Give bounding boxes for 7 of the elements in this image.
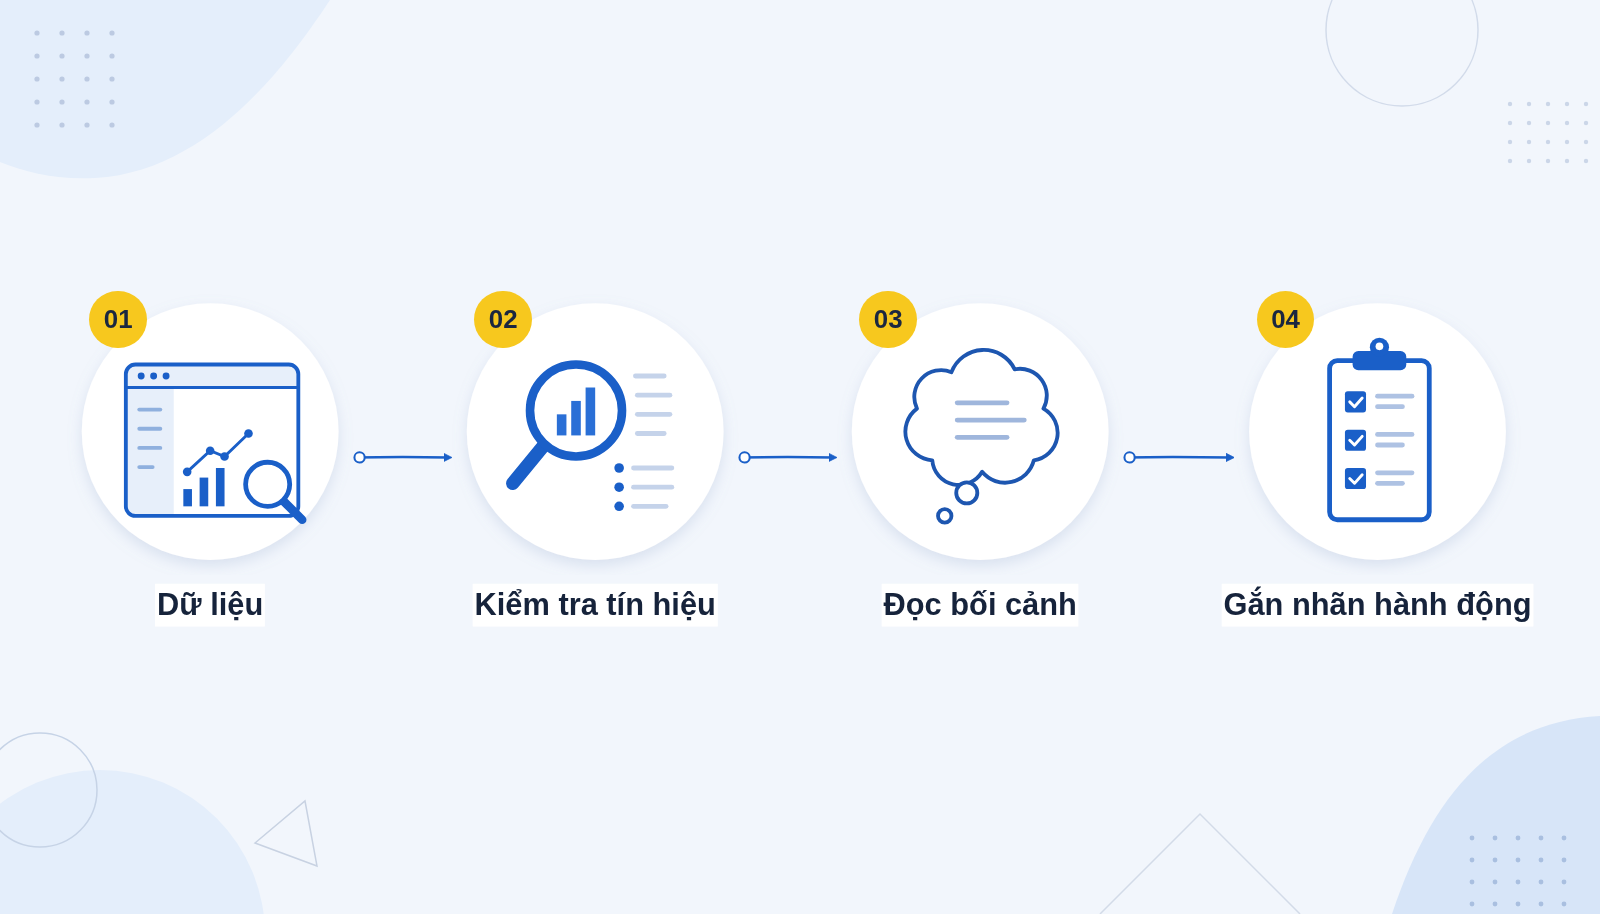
arrow (738, 451, 838, 464)
step-number-badge: 03 (859, 290, 917, 349)
step-number-badge: 04 (1256, 290, 1315, 349)
step-number-badge: 02 (474, 290, 532, 349)
arrow (1123, 451, 1235, 464)
arrow (353, 451, 453, 464)
step-number-badge: 01 (89, 290, 147, 349)
